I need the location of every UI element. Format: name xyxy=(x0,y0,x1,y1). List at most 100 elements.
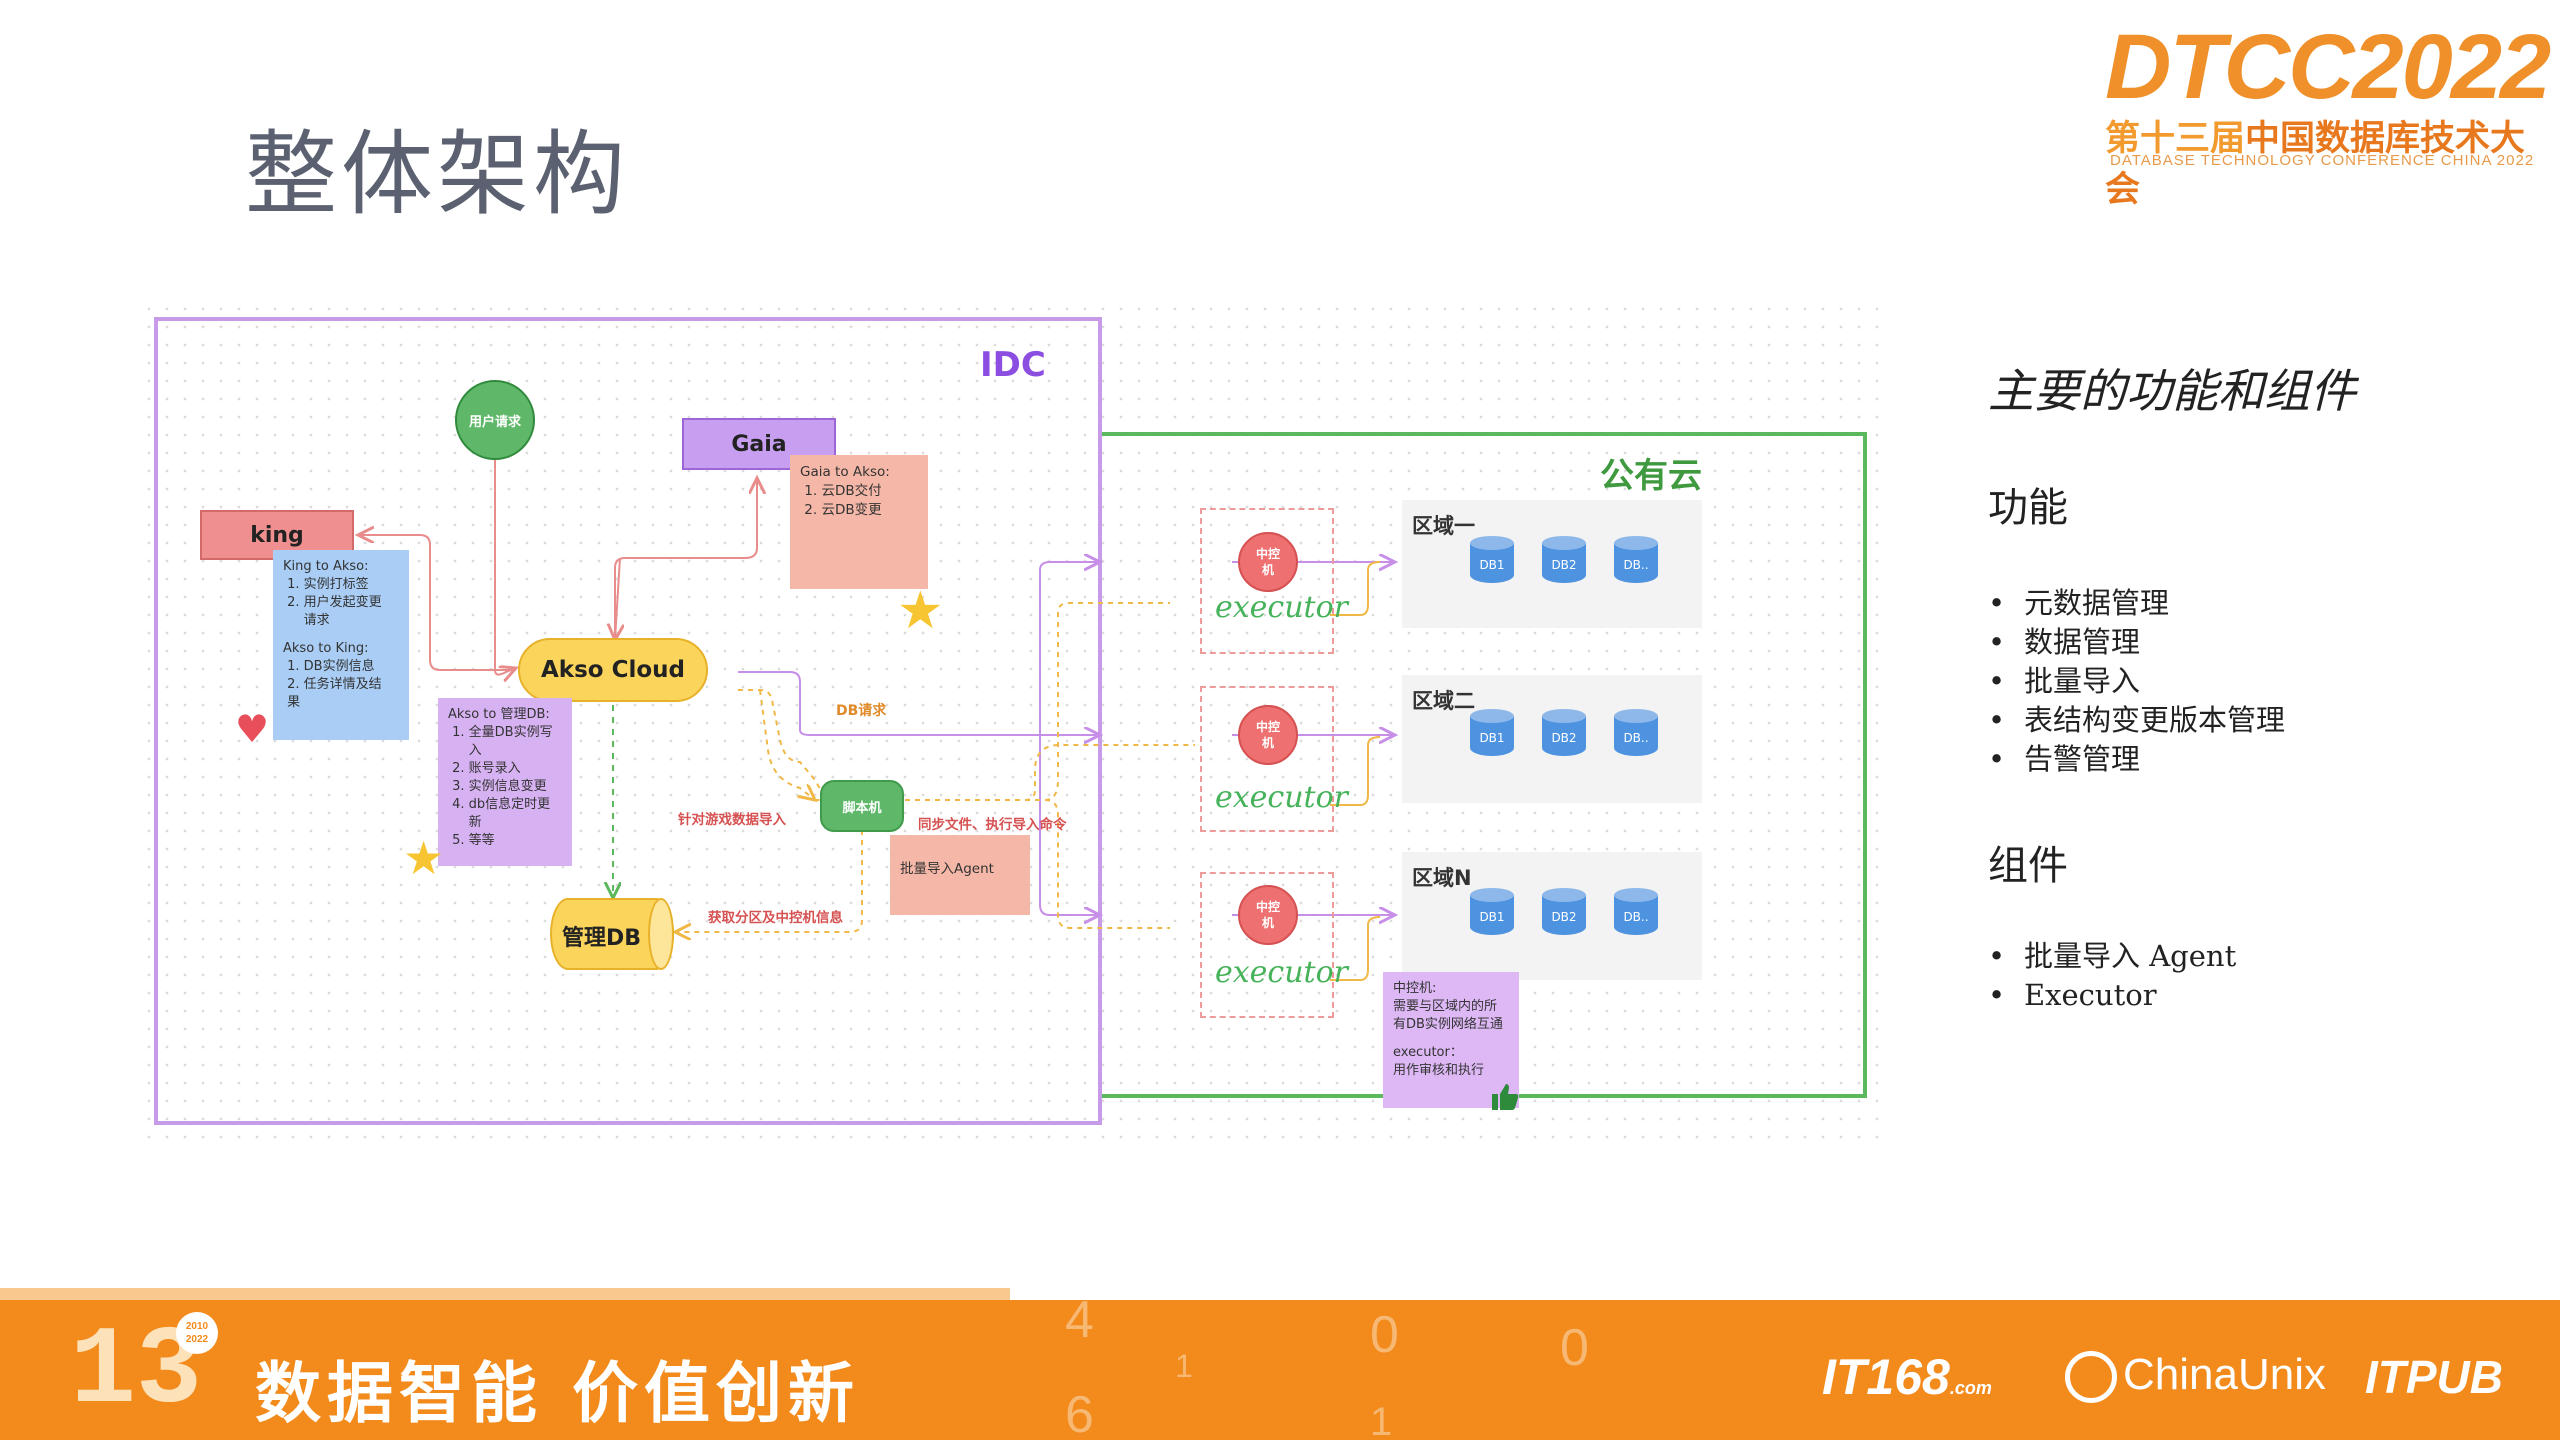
db-label: DB1 xyxy=(1479,558,1505,572)
db-label: DB.. xyxy=(1623,558,1649,572)
conference-name: 中国数据库技术大会 xyxy=(2105,119,2526,210)
db-icon: DB.. xyxy=(1614,709,1658,761)
edge-label-sync: 同步文件、执行导入命令 xyxy=(918,817,1067,833)
anniversary-years-badge: 2010 2022 xyxy=(176,1312,218,1354)
region-2: 区域二 DB1 DB2 DB.. xyxy=(1402,675,1702,803)
thumbs-up-icon xyxy=(1488,1080,1520,1112)
user-request-node: 用户请求 xyxy=(455,380,535,460)
executor-label: executor xyxy=(1215,955,1349,990)
akso-note-line: 1. 全量DB实例写 xyxy=(448,725,553,740)
components-list: •批量导入 Agent •Executor xyxy=(1988,937,2236,1015)
king-note: King to Akso: 1. 实例打标签 2. 用户发起变更 请求 Akso… xyxy=(273,550,409,740)
footer-banner xyxy=(0,1300,2560,1440)
decorative-digit: 0 xyxy=(1370,1306,1399,1364)
gaia-label: Gaia xyxy=(731,431,787,457)
manage-db-node: 管理DB xyxy=(550,898,674,970)
feature-item-label: 表结构变更版本管理 xyxy=(2024,703,2286,737)
db-icon: DB.. xyxy=(1614,536,1658,588)
db-label: DB.. xyxy=(1623,731,1649,745)
db-label: DB1 xyxy=(1479,910,1505,924)
dtcc-logo: DTCC2022 xyxy=(2105,16,2551,118)
decorative-digit: 0 xyxy=(1560,1319,1589,1377)
controller-note: 中控机: 需要与区域内的所 有DB实例网络互通 executor： 用作审核和执… xyxy=(1383,972,1519,1108)
component-item-label: Executor xyxy=(2024,978,2157,1012)
executor-label: executor xyxy=(1215,780,1349,815)
gaia-note-line: 1. 云DB交付 xyxy=(800,483,882,499)
script-machine-label: 脚本机 xyxy=(842,800,882,816)
gaia-note: Gaia to Akso: 1. 云DB交付 2. 云DB变更 xyxy=(790,455,928,589)
it168-logo-text: IT168 xyxy=(1822,1349,1950,1405)
component-item-label: 批量导入 Agent xyxy=(2024,939,2237,973)
controller-group-2 xyxy=(1200,686,1334,832)
slide-title: 整体架构 xyxy=(245,121,630,228)
akso-note-line: 5. 等等 xyxy=(448,833,495,848)
controller-group-1 xyxy=(1200,508,1334,654)
king-label: king xyxy=(250,522,304,548)
chinaunix-icon xyxy=(2065,1351,2117,1404)
king-note-line: 请求 xyxy=(283,613,330,628)
akso-note-line: Akso to 管理DB: xyxy=(448,707,550,722)
dtcc-logo-english: DATABASE TECHNOLOGY CONFERENCE CHINA 202… xyxy=(2110,152,2535,169)
component-item: •Executor xyxy=(1988,978,2157,1012)
king-note-line: King to Akso: xyxy=(283,559,369,574)
idc-boundary xyxy=(154,317,1102,1125)
controller-label: 中控 机 xyxy=(1255,547,1280,577)
feature-item: •告警管理 xyxy=(1988,742,2141,776)
controller-note-line: 中控机: xyxy=(1393,981,1437,996)
feature-item: •表结构变更版本管理 xyxy=(1988,703,2286,737)
edge-label-game-import: 针对游戏数据导入 xyxy=(678,812,786,828)
feature-item: •批量导入 xyxy=(1988,664,2141,698)
db-icon: DB2 xyxy=(1542,888,1586,940)
star-icon: ★ xyxy=(897,581,944,641)
db-label: DB2 xyxy=(1551,558,1577,572)
footer-accent-strip xyxy=(0,1288,1010,1302)
edge-label-fetch: 获取分区及中控机信息 xyxy=(708,910,843,926)
edition-number: 第十三届 xyxy=(2105,119,2246,159)
db-icon: DB1 xyxy=(1470,709,1514,761)
akso-note-line: 4. db信息定时更 xyxy=(448,797,551,812)
feature-item: •元数据管理 xyxy=(1988,586,2170,620)
heart-icon: ♥ xyxy=(235,707,270,751)
db-label: DB.. xyxy=(1623,910,1649,924)
king-note-line: 1. 实例打标签 xyxy=(283,577,369,592)
king-note-line: 果 xyxy=(283,695,301,710)
architecture-diagram: IDC 公有云 xyxy=(140,300,1880,1140)
user-request-label: 用户请求 xyxy=(468,414,521,430)
controller-group-3 xyxy=(1200,872,1334,1018)
itpub-logo: ITPUB xyxy=(2365,1351,2503,1403)
controller-node: 中控 机 xyxy=(1238,885,1298,945)
akso-cloud-label: Akso Cloud xyxy=(541,657,685,683)
feature-item-label: 元数据管理 xyxy=(2024,586,2170,620)
akso-note-line: 3. 实例信息变更 xyxy=(448,779,547,794)
dtcc-logo-subtitle: 第十三届中国数据库技术大会 xyxy=(2105,110,2560,212)
controller-node: 中控 机 xyxy=(1238,532,1298,592)
decorative-digit: 4 xyxy=(1065,1291,1094,1349)
decorative-digit: 6 xyxy=(1065,1386,1094,1444)
controller-node: 中控 机 xyxy=(1238,705,1298,765)
manage-db-cap xyxy=(648,898,674,970)
db-label: DB2 xyxy=(1551,731,1577,745)
features-list: •元数据管理 •数据管理 •批量导入 •表结构变更版本管理 •告警管理 xyxy=(1988,584,2285,779)
akso-note: Akso to 管理DB: 1. 全量DB实例写 入 2. 账号录入 3. 实例… xyxy=(438,698,572,866)
db-icon: DB1 xyxy=(1470,888,1514,940)
decorative-digit: 1 xyxy=(1175,1348,1193,1384)
controller-note-line: 用作审核和执行 xyxy=(1393,1063,1485,1078)
it168-logo-suffix: .com xyxy=(1949,1378,1992,1398)
decorative-digit: 1 xyxy=(1370,1400,1393,1444)
akso-note-line: 2. 账号录入 xyxy=(448,761,521,776)
db-icon: DB2 xyxy=(1542,536,1586,588)
components-title: 组件 xyxy=(1988,843,2068,889)
batch-agent-label: 批量导入Agent xyxy=(900,861,994,877)
chinaunix-logo: ChinaUnix xyxy=(2065,1350,2326,1404)
controller-note-line: 有DB实例网络互通 xyxy=(1393,1017,1503,1032)
script-machine-node: 脚本机 xyxy=(820,780,904,832)
feature-item-label: 批量导入 xyxy=(2024,664,2141,698)
gaia-note-line: Gaia to Akso: xyxy=(800,464,890,480)
public-cloud-label: 公有云 xyxy=(1600,456,1702,496)
db-icon: DB1 xyxy=(1470,536,1514,588)
footer-slogan: 数据智能 价值创新 xyxy=(255,1355,860,1432)
akso-cloud-node: Akso Cloud xyxy=(518,638,708,702)
component-item: •批量导入 Agent xyxy=(1988,939,2237,973)
controller-label: 中控 机 xyxy=(1255,720,1280,750)
region-name: 区域一 xyxy=(1412,514,1475,538)
